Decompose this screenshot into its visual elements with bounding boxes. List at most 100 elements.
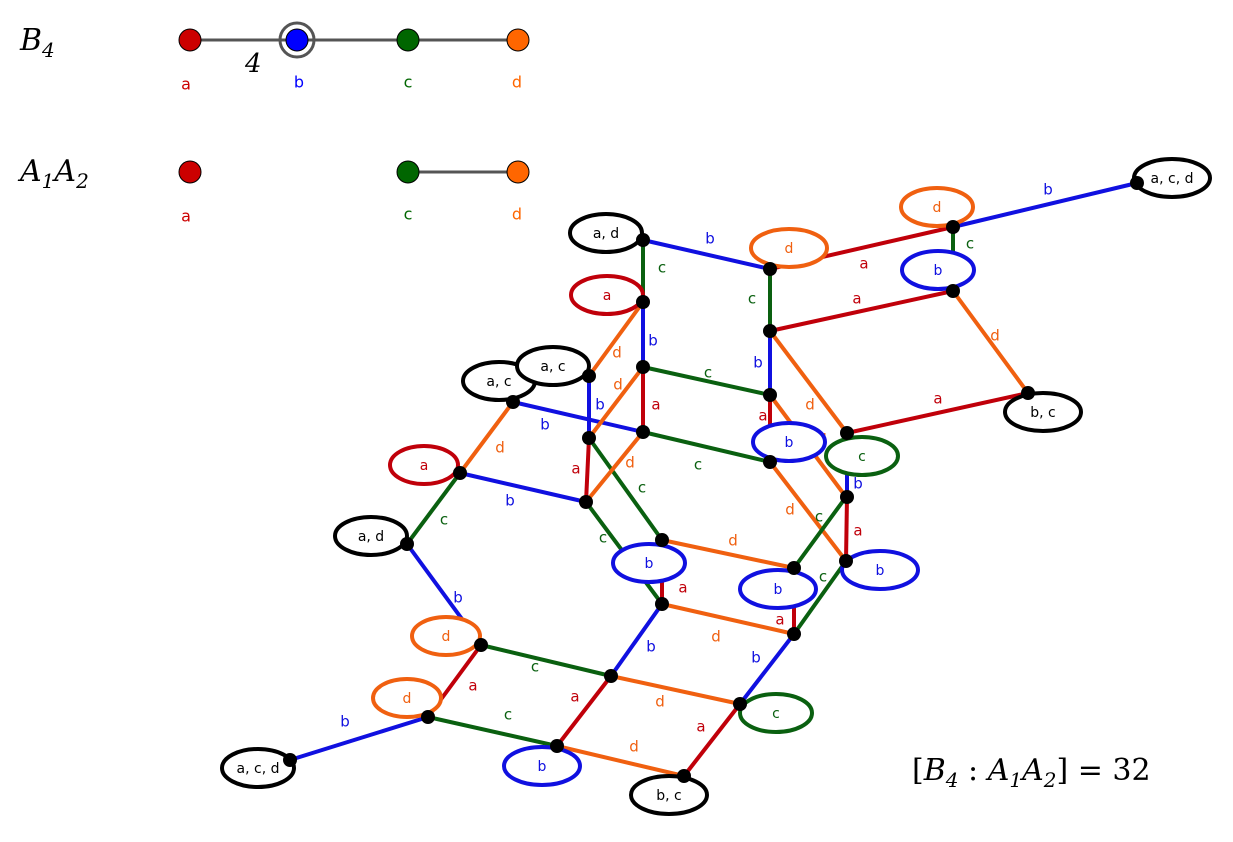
graph-loop-label: b	[876, 563, 885, 579]
graph-vertex	[763, 455, 777, 469]
graph-vertices	[283, 176, 1144, 783]
index-formula: [B4 : A1A2] = 32	[912, 753, 1151, 792]
graph-edge-c	[642, 430, 771, 464]
graph-loop	[899, 186, 975, 228]
graph-vertex	[550, 739, 564, 753]
graph-loop	[738, 692, 814, 734]
b4-node-c	[396, 28, 420, 52]
graph-vertex	[733, 697, 747, 711]
graph-edge-a	[555, 674, 613, 748]
graph-edge-label: a	[468, 677, 477, 695]
graph-edge-label: c	[440, 511, 448, 529]
graph-edge-label: b	[646, 638, 656, 656]
graph-loop	[751, 421, 827, 463]
b4-bond-label: 4	[244, 49, 262, 79]
graph-loop-label: b, c	[1030, 405, 1055, 421]
graph-edge-d	[458, 400, 515, 475]
dynkin-a1a2: A1A2 a c d	[17, 154, 530, 226]
graph-edge-b	[459, 471, 587, 504]
graph-loop-label: a	[420, 458, 429, 474]
graph-loop-label: d	[403, 691, 412, 707]
graph-vertex	[840, 426, 854, 440]
graph-edge-label: d	[655, 693, 665, 711]
graph-edge-label: c	[638, 479, 646, 497]
graph-edge-label: a	[775, 611, 784, 629]
graph-edge-label: a	[678, 579, 687, 597]
graph-edge-label: c	[599, 529, 607, 547]
graph-edge-label: d	[805, 396, 815, 414]
graph-edge-label: b	[853, 475, 863, 493]
graph-loop	[611, 542, 687, 584]
graph-edge-d	[661, 602, 795, 636]
graph-edge-d	[587, 300, 645, 378]
graph-edge-a	[844, 496, 849, 562]
graph-loop	[738, 568, 818, 610]
graph-edge-label: d	[728, 532, 738, 550]
graph-edge-label: a	[651, 396, 660, 414]
graph-edge-label: c	[704, 364, 712, 382]
graph-vertex	[636, 425, 650, 439]
graph-loop	[333, 515, 409, 557]
graph-loop	[388, 444, 460, 486]
graph-vertex	[636, 233, 650, 247]
b4-node-a-label: a	[181, 75, 191, 94]
graph-vertex	[787, 627, 801, 641]
graph-vertex	[1130, 176, 1144, 190]
graph-edge-b	[952, 181, 1138, 229]
graph-loop	[371, 677, 443, 719]
graph-loop	[749, 227, 829, 269]
graph-vertex	[636, 360, 650, 374]
graph-vertex	[840, 490, 854, 504]
graph-edge-label: a	[853, 522, 862, 540]
a1a2-node-c	[396, 160, 420, 184]
a1a2-title: A1A2	[17, 154, 89, 193]
graph-vertex	[453, 466, 467, 480]
graph-edge-d	[556, 744, 685, 778]
graph-edge-d	[951, 289, 1030, 395]
graph-edge-c	[792, 559, 848, 636]
graph-edge-c	[642, 365, 771, 397]
graph-edge-b	[512, 400, 644, 434]
graph-loop-label: c	[772, 706, 780, 722]
graph-vertex	[582, 369, 596, 383]
graph-edge-a	[584, 437, 591, 503]
graph-vertex	[604, 669, 618, 683]
graph-edge-label: d	[613, 376, 623, 394]
graph-vertex	[946, 284, 960, 298]
graph-edge-b	[289, 715, 429, 762]
graph-edge-label: a	[852, 290, 861, 308]
graph-loop-label: a, c, d	[1151, 171, 1194, 187]
graph-vertex	[421, 710, 435, 724]
b4-node-a	[178, 28, 202, 52]
graph-vertex	[946, 220, 960, 234]
graph-edge-c	[427, 715, 558, 748]
graph-loop-label: b	[934, 263, 943, 279]
graph-loop-label: d	[442, 629, 451, 645]
graph-edge-label: b	[595, 396, 605, 414]
a1a2-node-d	[506, 160, 530, 184]
graph-edge-c	[792, 495, 848, 570]
graph-loop	[824, 435, 900, 477]
a1a2-node-a	[178, 160, 202, 184]
graph-loop	[1003, 391, 1083, 433]
graph-edge-label: a	[696, 718, 705, 736]
graph-edge-d	[584, 430, 645, 504]
graph-loop	[502, 745, 582, 787]
graph-vertex	[582, 431, 596, 445]
graph-edge-d	[768, 329, 849, 435]
graph-edge-c	[405, 471, 462, 546]
graph-edge-b	[642, 238, 771, 271]
b4-node-d-label: d	[512, 73, 522, 92]
graph-vertex	[763, 262, 777, 276]
graph-vertex	[474, 638, 488, 652]
graph-loop-label: a, c	[540, 359, 565, 375]
graph-loop-label: a, d	[358, 529, 384, 545]
graph-edge-label: a	[859, 255, 868, 273]
graph-edge-label: b	[340, 713, 350, 731]
graph-loop	[220, 747, 296, 789]
graph-edge-label: c	[658, 259, 666, 277]
graph-vertex	[506, 395, 520, 409]
